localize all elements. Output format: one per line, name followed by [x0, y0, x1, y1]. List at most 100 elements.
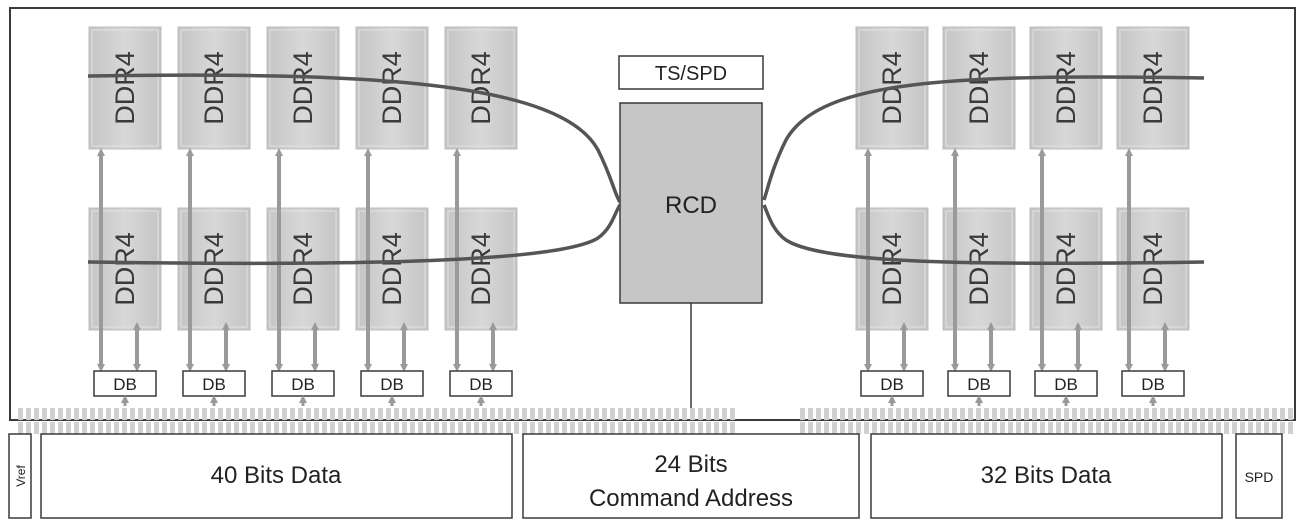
edge-pin	[194, 408, 199, 420]
edge-pin	[314, 408, 319, 420]
edge-pin	[98, 408, 103, 420]
edge-pin	[506, 408, 511, 420]
data-buffer: DB	[1121, 370, 1185, 406]
edge-pin	[952, 422, 957, 434]
right-data-box	[870, 433, 1223, 519]
edge-pin	[1200, 408, 1205, 420]
edge-pin	[26, 408, 31, 420]
edge-pin	[666, 408, 671, 420]
edge-pin	[1248, 422, 1253, 434]
edge-pin	[698, 422, 703, 434]
ts-spd-label: TS/SPD	[655, 63, 727, 85]
edge-pin	[42, 422, 47, 434]
edge-pin	[1144, 408, 1149, 420]
ddr4-chip-label: DDR4	[964, 232, 994, 306]
edge-pin	[650, 408, 655, 420]
edge-pin	[434, 408, 439, 420]
edge-pin	[800, 408, 805, 420]
edge-pin	[530, 408, 535, 420]
edge-pin	[1024, 408, 1029, 420]
edge-pin	[698, 408, 703, 420]
edge-pin	[1120, 422, 1125, 434]
edge-pin	[642, 408, 647, 420]
edge-pin	[1048, 422, 1053, 434]
edge-pin	[674, 408, 679, 420]
edge-pin	[530, 422, 535, 434]
edge-pin	[490, 408, 495, 420]
edge-pin	[266, 422, 271, 434]
edge-pin	[130, 422, 135, 434]
edge-pin	[26, 422, 31, 434]
edge-pin	[562, 408, 567, 420]
edge-pin	[586, 422, 591, 434]
edge-pin	[170, 422, 175, 434]
edge-pin	[210, 408, 215, 420]
ddr4-chip: DDR4	[355, 26, 429, 150]
edge-pin	[992, 422, 997, 434]
ddr4-chip: DDR4	[266, 26, 340, 150]
data-buffer-label: DB	[1054, 375, 1078, 394]
edge-pin	[146, 408, 151, 420]
edge-pin	[314, 422, 319, 434]
spd-label: SPD	[1245, 469, 1274, 485]
edge-pin	[18, 422, 23, 434]
edge-pin	[202, 408, 207, 420]
edge-pin	[666, 422, 671, 434]
edge-pin	[1104, 408, 1109, 420]
edge-pin	[338, 422, 343, 434]
edge-pin	[58, 408, 63, 420]
edge-pin	[394, 422, 399, 434]
edge-pin	[904, 408, 909, 420]
edge-pin	[522, 422, 527, 434]
edge-pin	[34, 422, 39, 434]
ddr4-chip-label: DDR4	[110, 232, 140, 306]
edge-pin	[1152, 422, 1157, 434]
edge-pin	[122, 422, 127, 434]
edge-pin	[474, 408, 479, 420]
edge-pin	[74, 422, 79, 434]
edge-pin	[1056, 422, 1061, 434]
edge-pin	[394, 408, 399, 420]
edge-pin	[18, 408, 23, 420]
edge-pin	[562, 422, 567, 434]
edge-pin	[1032, 422, 1037, 434]
edge-pin	[306, 408, 311, 420]
edge-pin	[346, 422, 351, 434]
ddr4-chip-label: DDR4	[377, 51, 407, 125]
edge-pin	[474, 422, 479, 434]
edge-pin	[674, 422, 679, 434]
edge-pin	[1144, 422, 1149, 434]
edge-pin	[154, 422, 159, 434]
edge-pin	[114, 408, 119, 420]
edge-pin	[442, 422, 447, 434]
edge-pin	[386, 422, 391, 434]
edge-pin	[290, 422, 295, 434]
edge-pin	[848, 422, 853, 434]
edge-pin	[554, 422, 559, 434]
edge-pin	[824, 408, 829, 420]
edge-pin	[976, 408, 981, 420]
edge-pin	[338, 408, 343, 420]
edge-pin	[1168, 408, 1173, 420]
edge-pin	[322, 408, 327, 420]
edge-pin	[1232, 422, 1237, 434]
data-buffer-label: DB	[469, 375, 493, 394]
edge-pin	[1176, 408, 1181, 420]
edge-pin	[122, 408, 127, 420]
edge-pin	[354, 408, 359, 420]
edge-pin	[1192, 422, 1197, 434]
edge-pin	[378, 408, 383, 420]
right-data-label: 32 Bits Data	[981, 462, 1112, 489]
edge-pin	[370, 422, 375, 434]
edge-pin	[418, 408, 423, 420]
data-buffer-label: DB	[967, 375, 991, 394]
edge-pin	[378, 422, 383, 434]
edge-pin	[1080, 422, 1085, 434]
edge-pin	[330, 422, 335, 434]
edge-pin	[848, 408, 853, 420]
edge-pin	[130, 408, 135, 420]
edge-pin	[514, 408, 519, 420]
edge-pin	[968, 422, 973, 434]
